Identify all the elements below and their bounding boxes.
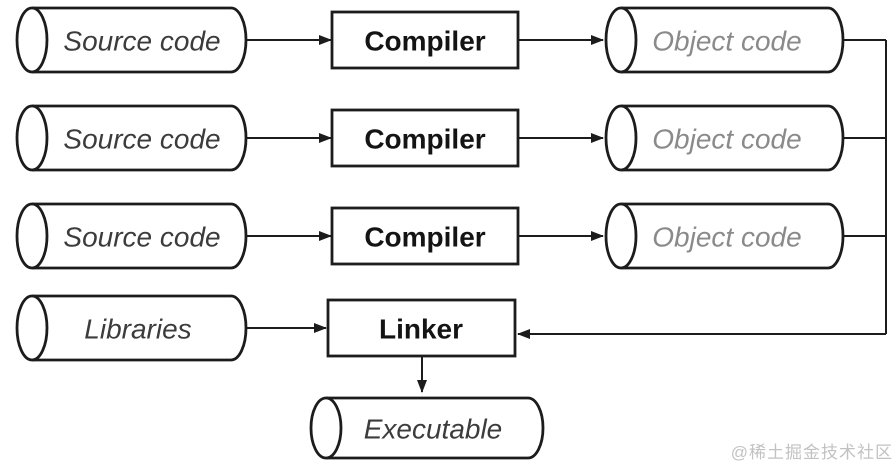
cylinder-left-cap xyxy=(309,396,343,460)
source-code-label-3: Source code xyxy=(63,222,220,253)
object-code-label-3: Object code xyxy=(652,222,801,253)
compiler-label-3: Compiler xyxy=(364,222,485,253)
compiler-node-3: Compiler xyxy=(330,206,520,266)
cylinder-left-cap xyxy=(604,6,638,74)
linker-node: Linker xyxy=(326,298,517,358)
source-code-label-2: Source code xyxy=(63,124,220,155)
cylinder-body xyxy=(621,6,845,74)
cylinder-body xyxy=(621,104,845,172)
process-box xyxy=(330,108,520,168)
compiler-node-2: Compiler xyxy=(330,108,520,168)
executable-label: Executable xyxy=(364,414,503,445)
linker-label: Linker xyxy=(379,314,463,345)
cylinder-left-cap xyxy=(604,202,638,270)
compiler-label-2: Compiler xyxy=(364,124,485,155)
cylinder-body xyxy=(326,396,545,460)
executable-node: Executable xyxy=(309,396,545,460)
object-code-node-2: Object code xyxy=(604,104,845,172)
source-code-node-1: Source code xyxy=(15,6,248,74)
cylinder-left-cap xyxy=(15,294,49,362)
cylinder-body xyxy=(621,202,845,270)
cylinder-left-cap xyxy=(15,202,49,270)
process-box xyxy=(330,206,520,266)
object-code-label-2: Object code xyxy=(652,124,801,155)
libraries-label: Libraries xyxy=(84,314,191,345)
object-code-node-3: Object code xyxy=(604,202,845,270)
compiler-node-1: Compiler xyxy=(330,10,520,70)
compiler-label-1: Compiler xyxy=(364,26,485,57)
process-box xyxy=(330,10,520,70)
source-code-node-3: Source code xyxy=(15,202,248,270)
source-code-node-2: Source code xyxy=(15,104,248,172)
libraries-node: Libraries xyxy=(15,294,248,362)
object-code-node-1: Object code xyxy=(604,6,845,74)
cylinder-left-cap xyxy=(15,104,49,172)
object-code-label-1: Object code xyxy=(652,26,801,57)
cylinder-left-cap xyxy=(15,6,49,74)
watermark: @稀土掘金技术社区 xyxy=(730,443,893,462)
process-box xyxy=(326,298,517,358)
cylinder-left-cap xyxy=(604,104,638,172)
source-code-label-1: Source code xyxy=(63,26,220,57)
